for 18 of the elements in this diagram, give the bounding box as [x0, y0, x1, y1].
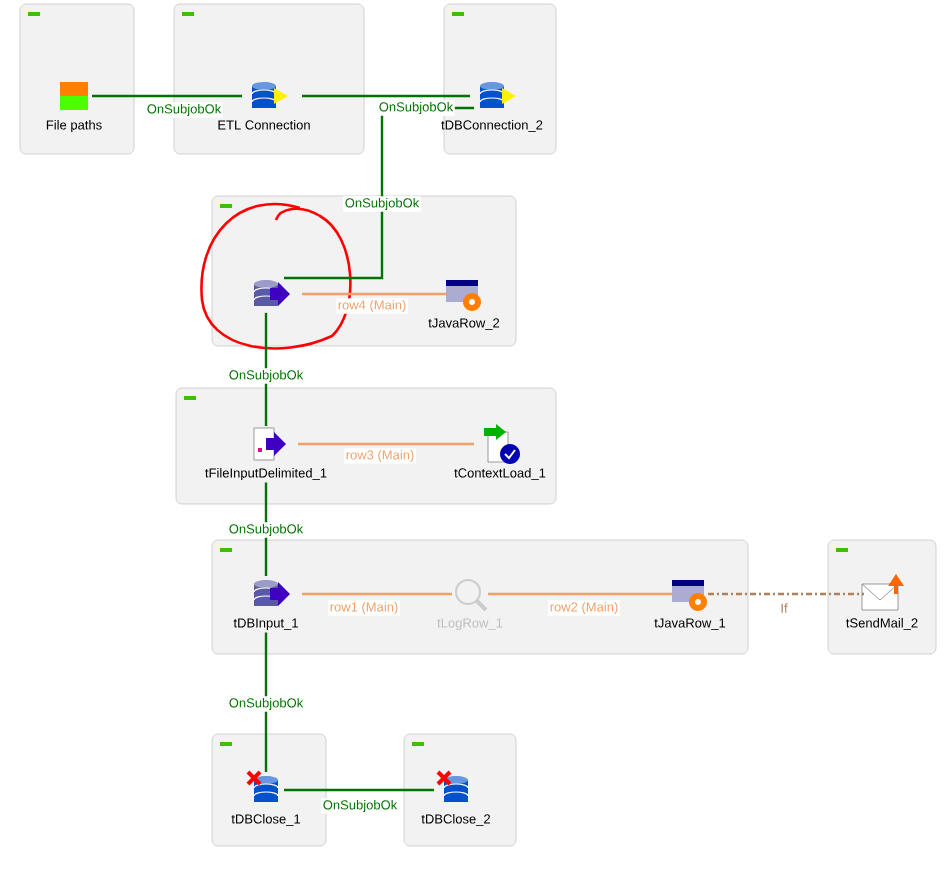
subjob-box [175, 387, 557, 505]
subjob-box [211, 539, 749, 655]
connector [264, 482, 268, 576]
connector [92, 94, 242, 98]
database-icon [253, 280, 290, 306]
subjob-box [403, 733, 517, 847]
subjob-box [827, 539, 937, 655]
connector [264, 312, 268, 426]
connector [302, 292, 446, 296]
connector [708, 592, 864, 596]
subjob-box [19, 3, 135, 155]
connector [488, 592, 672, 596]
connector [284, 788, 434, 792]
connector [264, 632, 268, 772]
subjob-box [211, 733, 327, 847]
connector [302, 94, 470, 98]
connector [302, 592, 452, 596]
connector [298, 442, 474, 446]
